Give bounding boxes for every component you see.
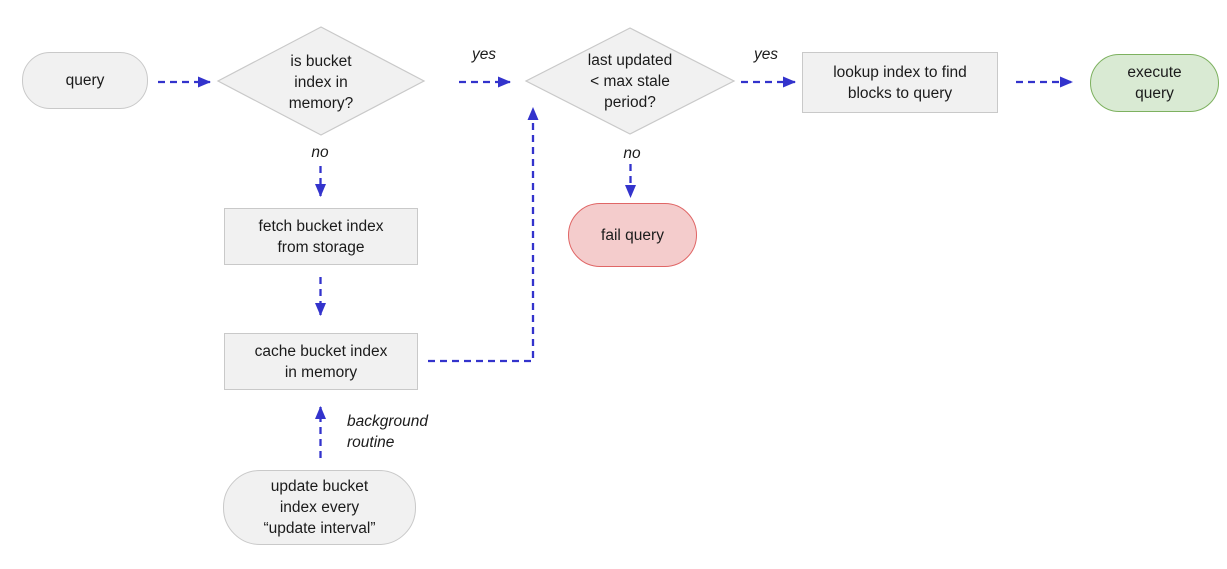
node-query-label: query — [65, 72, 105, 89]
node-fetch-index-label: fetch bucket index from storage — [258, 217, 384, 256]
node-fail-query: fail query — [568, 203, 697, 267]
edge-label-yes-memory: yes — [471, 46, 497, 63]
node-execute-query: execute query — [1090, 54, 1219, 112]
edge-cache-to-decision-stale — [428, 107, 539, 363]
node-query: query — [22, 52, 148, 109]
node-update-routine: update bucket index every “update interv… — [223, 470, 416, 545]
decision-diamond-index-in-memory — [216, 26, 426, 136]
node-cache-index: cache bucket index in memory — [224, 333, 418, 390]
edge-label-no-stale: no — [623, 145, 641, 162]
node-decision-stale-period-label: last updated < max stale period? — [587, 51, 673, 111]
node-fetch-index: fetch bucket index from storage — [224, 208, 418, 265]
node-execute-query-label: execute query — [1127, 64, 1182, 102]
edge-label-yes-stale: yes — [753, 46, 779, 63]
node-update-routine-label: update bucket index every “update interv… — [263, 478, 376, 537]
node-fail-query-label: fail query — [601, 226, 664, 244]
edge-label-no-memory: no — [311, 144, 329, 161]
node-lookup-index-label: lookup index to find blocks to query — [833, 63, 967, 102]
node-decision-index-in-memory-label: is bucket index in memory? — [288, 52, 354, 112]
decision-diamond-stale-period — [524, 27, 736, 135]
node-lookup-index: lookup index to find blocks to query — [802, 52, 998, 113]
edge-label-background-routine: background routine — [347, 413, 429, 451]
node-cache-index-label: cache bucket index in memory — [254, 342, 388, 381]
